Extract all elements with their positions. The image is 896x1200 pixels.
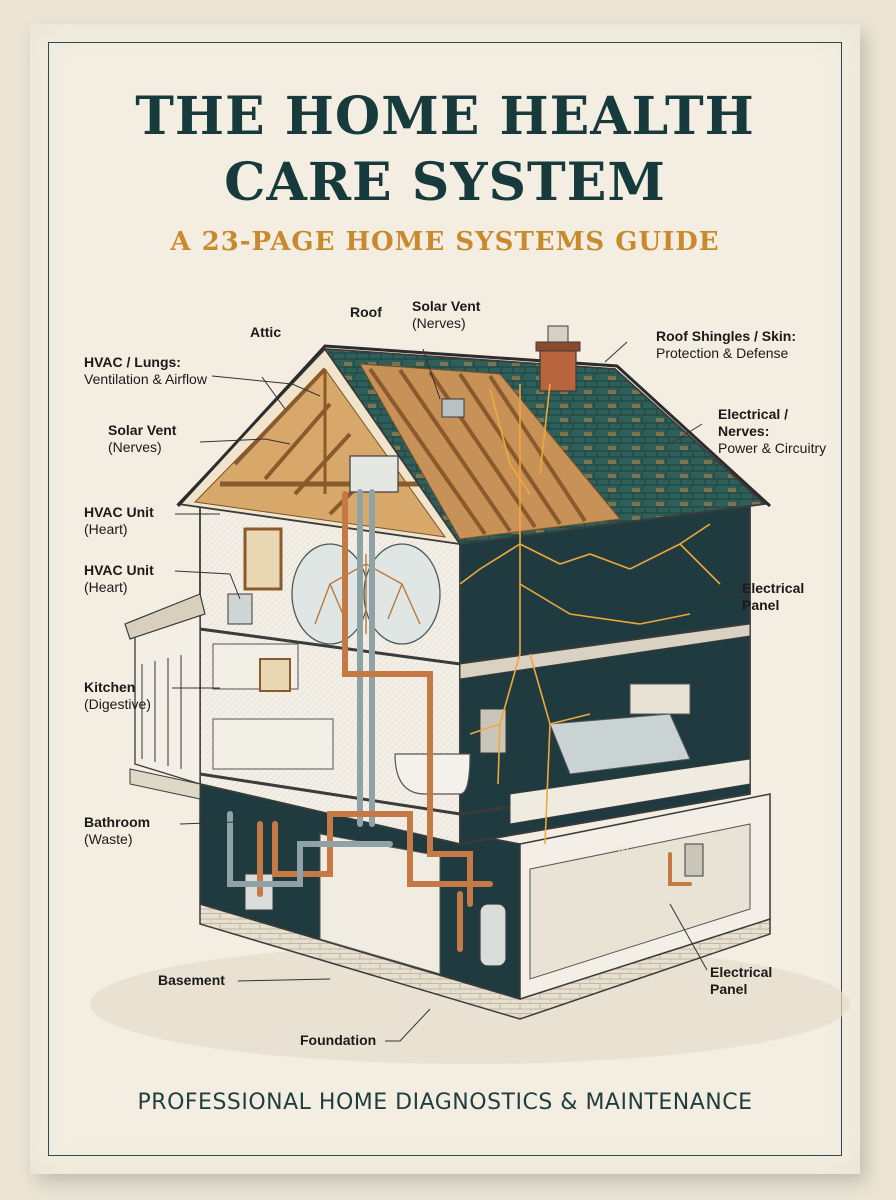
label-basement-text: Basement [158, 972, 225, 988]
label-water-heater: Water Heater [616, 846, 649, 872]
label-solar-vent-top-sub: (Nerves) [412, 315, 466, 331]
title-line-1: THE HOME HEALTH [135, 86, 755, 147]
label-electrical-panel-1-head-1: Electrical [742, 580, 805, 596]
label-foundation: Foundation [300, 1032, 376, 1049]
label-hvac-unit-2: HVAC Unit (Heart) [84, 562, 154, 596]
label-roof-shingles-head: Roof Shingles / Skin: [656, 328, 797, 344]
label-electrical-panel-2: Electrical Panel [710, 964, 772, 998]
pipes [227, 489, 692, 952]
interior [212, 455, 704, 967]
label-water-heater-line-2: Heater [616, 859, 650, 871]
label-roof-text: Roof [350, 304, 382, 320]
cover-title: THE HOME HEALTH CARE SYSTEM [30, 84, 860, 216]
label-roof: Roof [350, 304, 382, 321]
label-kitchen-head: Kitchen [84, 679, 136, 695]
cover-footer: PROFESSIONAL HOME DIAGNOSTICS & MAINTENA… [137, 1090, 753, 1115]
label-hvac-unit-1-head: HVAC Unit [84, 504, 154, 520]
label-electrical-nerves: Electrical / Nerves: Power & Circuitry [718, 406, 826, 457]
label-hvac-unit-2-head: HVAC Unit [84, 562, 154, 578]
roof [176, 325, 772, 546]
title-line-2: CARE SYSTEM [224, 152, 666, 213]
label-electrical-panel-2-head-2: Panel [710, 981, 748, 997]
cover-frame [48, 42, 842, 1156]
label-bathroom-head: Bathroom [84, 814, 151, 830]
cover-subtitle: A 23-PAGE HOME SYSTEMS GUIDE [170, 227, 720, 257]
label-electrical-panel-2-head-1: Electrical [710, 964, 773, 980]
label-attic: Attic [250, 324, 281, 341]
label-basement: Basement [158, 972, 225, 989]
label-electrical-nerves-head-2: Nerves: [718, 423, 770, 439]
leader-lines [172, 341, 739, 1042]
label-kitchen: Kitchen (Digestive) [84, 679, 151, 713]
label-solar-vent-left-head: Solar Vent [108, 422, 177, 438]
label-electrical-panel-1-head-2: Panel [742, 597, 780, 613]
label-kitchen-sub: (Digestive) [84, 696, 151, 712]
label-attic-text: Attic [250, 324, 282, 340]
label-electrical-nerves-sub: Power & Circuitry [718, 440, 827, 456]
label-hvac-lungs-sub: Ventilation & Airflow [84, 371, 207, 387]
label-electrical-nerves-head-1: Electrical / [718, 406, 789, 422]
electrical-wiring [459, 383, 721, 845]
label-roof-shingles-sub: Protection & Defense [656, 345, 789, 361]
label-hvac-lungs-head: HVAC / Lungs: [84, 354, 181, 370]
label-solar-vent-left: Solar Vent (Nerves) [108, 422, 176, 456]
house-cutaway-diagram [90, 325, 850, 1064]
label-solar-vent-top: Solar Vent (Nerves) [412, 298, 480, 332]
label-hvac-unit-2-sub: (Heart) [84, 579, 128, 595]
label-foundation-text: Foundation [300, 1032, 377, 1048]
porch [124, 593, 206, 800]
label-roof-shingles: Roof Shingles / Skin: Protection & Defen… [656, 328, 796, 362]
label-hvac-unit-1: HVAC Unit (Heart) [84, 504, 154, 538]
label-hvac-unit-1-sub: (Heart) [84, 521, 128, 537]
book-cover: THE HOME HEALTH CARE SYSTEM A 23-PAGE HO… [30, 24, 860, 1174]
label-solar-vent-top-head: Solar Vent [412, 298, 481, 314]
label-electrical-panel-1: Electrical Panel [742, 580, 804, 614]
label-hvac-lungs: HVAC / Lungs: Ventilation & Airflow [84, 354, 207, 388]
label-bathroom-sub: (Waste) [84, 831, 133, 847]
label-solar-vent-left-sub: (Nerves) [108, 439, 162, 455]
label-water-heater-line-1: Water [618, 846, 647, 858]
label-bathroom: Bathroom (Waste) [84, 814, 150, 848]
